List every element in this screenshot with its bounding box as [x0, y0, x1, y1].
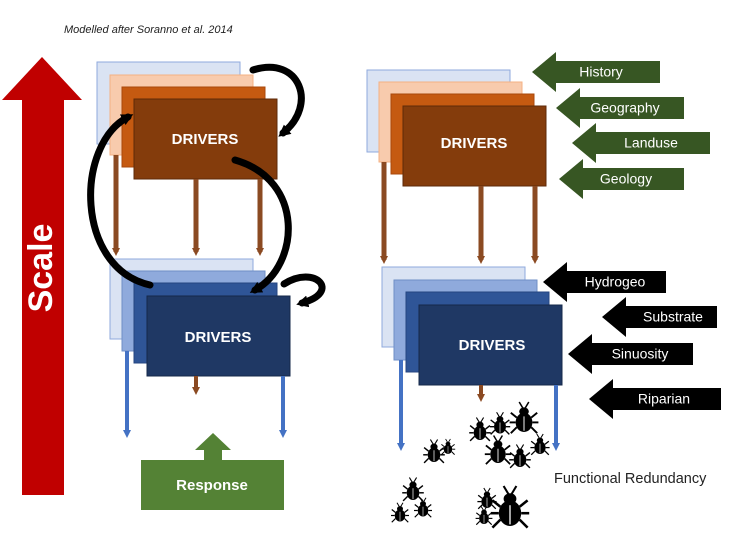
right-lower-driver-stack: DRIVERS: [381, 266, 563, 386]
feedback-arrow-lower-right: [280, 273, 326, 308]
left-upper-driver-stack: DRIVERS: [96, 61, 278, 180]
factor-history-label: History: [579, 64, 623, 80]
right-upper-driver-box: [402, 105, 547, 187]
feedback-arrow-middle: [231, 156, 292, 294]
factor-sinuosity-label: Sinuosity: [612, 346, 669, 362]
factor-sinuosity: Sinuosity: [568, 334, 693, 374]
left-brown-arrows: [112, 155, 264, 256]
right-diagram: DRIVERS DRIVERS History: [366, 52, 721, 529]
factor-substrate-label: Substrate: [643, 309, 703, 325]
factor-hydrogeo-label: Hydrogeo: [585, 274, 646, 290]
left-diagram: DRIVERS DRIVERS Response: [87, 61, 326, 510]
feedback-arrow-top-right: [249, 63, 305, 137]
scale-arrow: Scale: [2, 57, 82, 495]
scale-label: Scale: [22, 224, 60, 313]
right-upper-driver-stack: DRIVERS: [366, 69, 547, 187]
scale-arrow-shaft: [22, 98, 64, 495]
response-box: [141, 460, 284, 510]
upper-factor-arrows: History Geography Landuse Geology: [532, 52, 710, 199]
scale-arrow-head: [2, 57, 82, 100]
factor-geography-label: Geography: [590, 100, 659, 116]
left-lower-driver-stack: DRIVERS: [109, 258, 291, 377]
lower-factor-arrows: Hydrogeo Substrate Sinuosity Riparian: [543, 262, 721, 419]
right-upper-driver-label: DRIVERS: [441, 135, 508, 152]
factor-landuse: Landuse: [572, 123, 710, 163]
response-label: Response: [176, 477, 248, 494]
factor-geology-label: Geology: [600, 171, 652, 187]
right-bottom-arrows: [397, 360, 560, 451]
credit-caption: Modelled after Soranno et al. 2014: [64, 24, 233, 36]
factor-riparian: Riparian: [589, 379, 721, 419]
factor-hydrogeo: Hydrogeo: [543, 262, 666, 302]
factor-geography: Geography: [556, 88, 684, 128]
feedback-arrows: [87, 63, 326, 308]
right-brown-arrows: [380, 162, 539, 264]
factor-landuse-label: Landuse: [624, 135, 678, 151]
left-upper-driver-label: DRIVERS: [172, 131, 239, 148]
factor-substrate: Substrate: [602, 297, 717, 337]
right-lower-driver-label: DRIVERS: [459, 337, 526, 354]
factor-geology: Geology: [559, 159, 684, 199]
factor-riparian-label: Riparian: [638, 391, 690, 407]
response-group: Response: [141, 433, 284, 510]
left-lower-driver-box: [146, 295, 291, 377]
right-lower-driver-box: [418, 304, 563, 386]
feedback-arrow-left: [87, 113, 154, 289]
left-response-arrows: [123, 351, 287, 438]
functional-redundancy-label: Functional Redundancy: [554, 471, 707, 487]
response-up-arrow: [195, 433, 231, 462]
factor-history: History: [532, 52, 660, 92]
beetle-cluster-icon: [390, 401, 551, 529]
left-lower-driver-label: DRIVERS: [185, 329, 252, 346]
